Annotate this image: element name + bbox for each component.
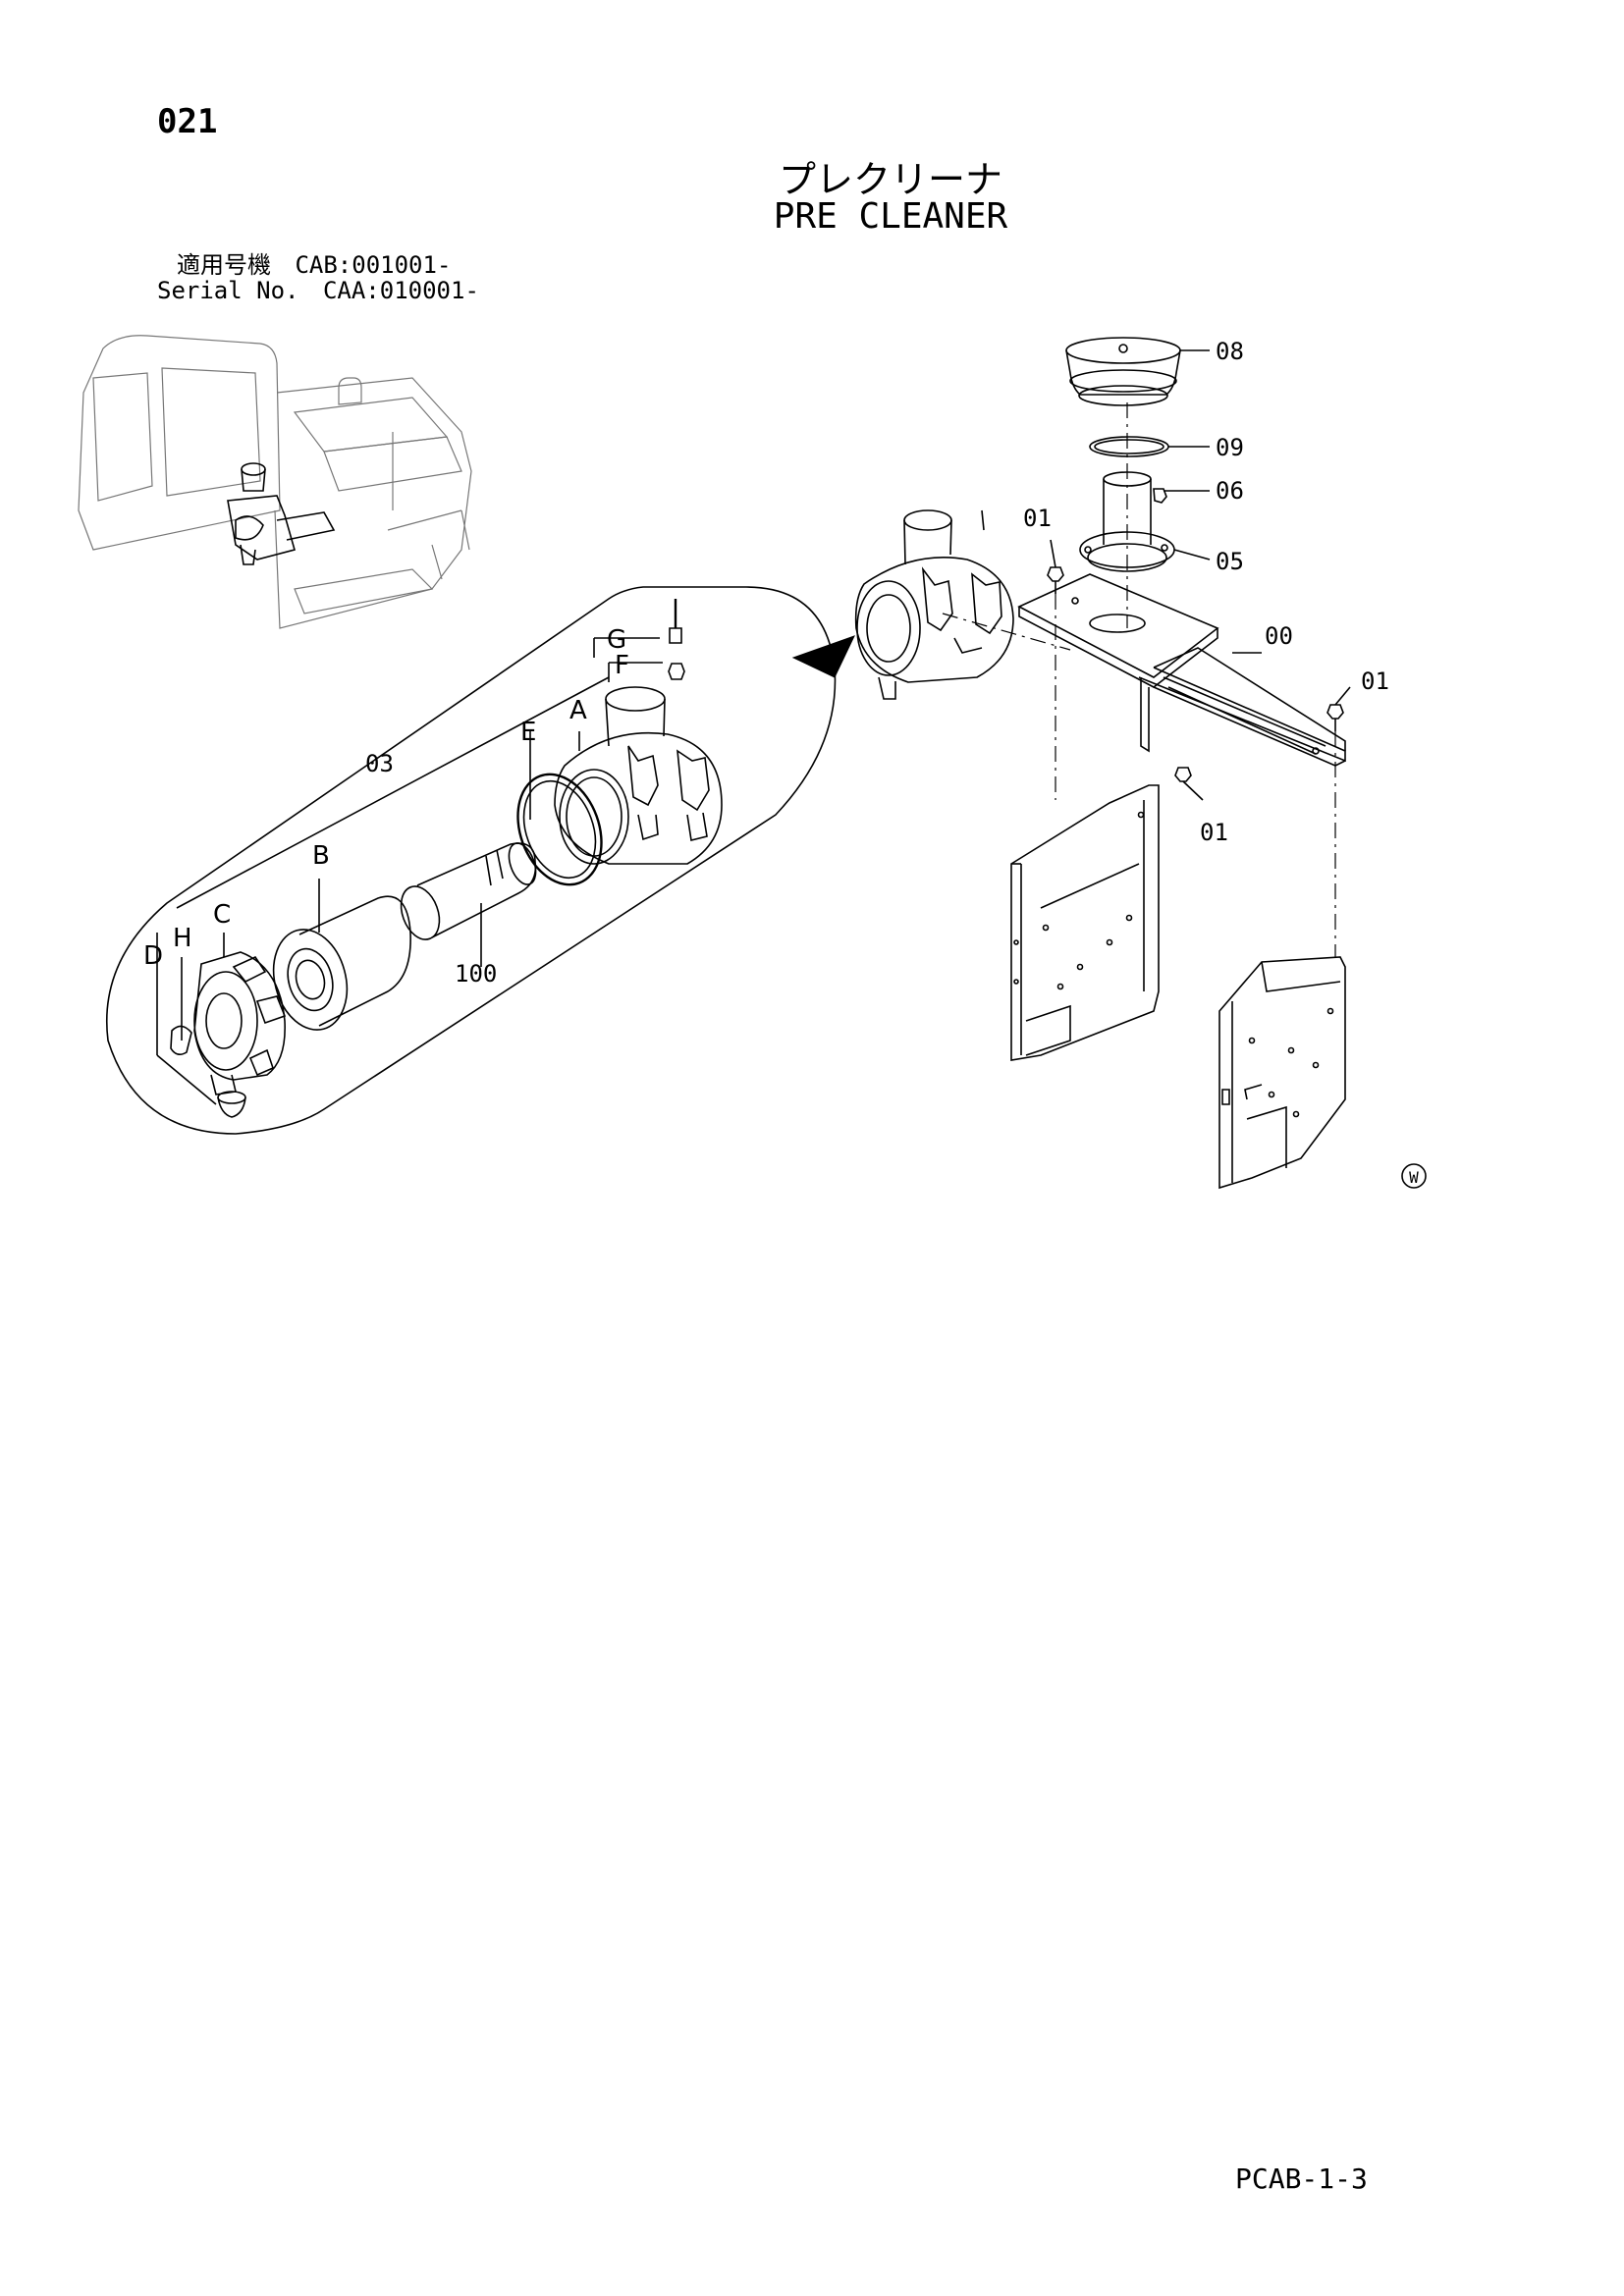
callout-09: 09 xyxy=(1216,434,1244,461)
callout-05: 05 xyxy=(1216,548,1244,575)
detail-capsule xyxy=(106,586,855,1135)
callout-A: A xyxy=(569,696,587,725)
callout-D: D xyxy=(143,941,163,971)
callout-G: G xyxy=(607,625,626,655)
callout-01-lower: 01 xyxy=(1200,819,1228,846)
callout-00: 00 xyxy=(1265,622,1293,650)
serial-label-1: 適用号機 xyxy=(177,251,271,279)
serial-line-2: Serial No. CAA:010001- xyxy=(157,277,479,304)
callout-08: 08 xyxy=(1216,338,1244,365)
callout-H: H xyxy=(173,924,192,953)
callout-E: E xyxy=(520,718,536,747)
callout-B: B xyxy=(312,841,330,871)
title-english: PRE CLEANER xyxy=(773,196,1008,237)
capsule-components xyxy=(170,599,723,1118)
w-mark-letter: W xyxy=(1409,1168,1419,1187)
title-japanese: プレクリーナ xyxy=(778,158,1002,201)
callout-C: C xyxy=(213,900,231,930)
serial-value-2: CAA:010001- xyxy=(322,277,479,304)
callout-labels: 08 09 06 05 01 00 01 01 03 100 G F E A B… xyxy=(143,338,1389,988)
w-mark: W xyxy=(1401,1163,1427,1189)
callout-F: F xyxy=(615,651,629,680)
callout-03: 03 xyxy=(365,750,394,777)
page-number: 021 xyxy=(157,102,218,141)
main-assembly xyxy=(854,337,1351,1190)
callout-06: 06 xyxy=(1216,477,1244,505)
callout-100: 100 xyxy=(455,960,497,988)
callout-01-right: 01 xyxy=(1361,667,1389,695)
excavator-overview xyxy=(78,335,472,629)
capsule-leader-lines xyxy=(156,637,663,1105)
serial-line-1: 適用号機 CAB:001001- xyxy=(177,251,451,279)
callout-01-top: 01 xyxy=(1023,505,1052,532)
serial-value-1: CAB:001001- xyxy=(295,251,452,279)
serial-label-2: Serial No. xyxy=(157,277,299,304)
footer-code: PCAB-1-3 xyxy=(1235,2163,1368,2195)
